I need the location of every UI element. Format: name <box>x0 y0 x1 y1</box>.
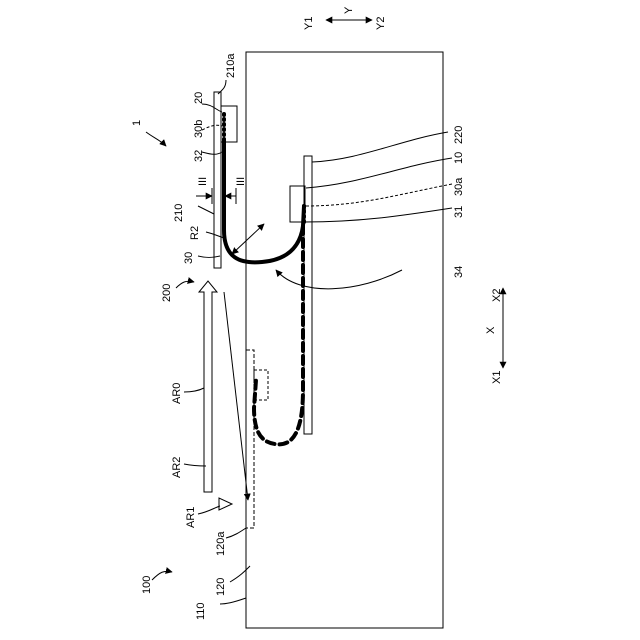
label-axis-y2: Y2 <box>375 17 387 30</box>
label-ref-220: 220 <box>453 126 465 144</box>
label-axis-x1: X1 <box>491 371 503 384</box>
leader-10 <box>306 158 452 188</box>
leader-210 <box>198 206 214 214</box>
leader-AR2 <box>184 464 206 466</box>
label-ref-1: 1 <box>131 120 143 126</box>
label-ref-30b: 30b <box>193 120 205 138</box>
label-axis-y1: Y1 <box>303 17 315 30</box>
leader-32 <box>202 152 222 154</box>
label-section-bottom: III <box>235 177 247 186</box>
arrow-ar0 <box>199 281 217 492</box>
label-ref-30: 30 <box>183 252 195 264</box>
radius-arrow-r2 <box>232 224 264 254</box>
label-ref-100: 100 <box>141 576 153 594</box>
arrow-ar2-line <box>224 292 248 500</box>
leader-100 <box>152 571 172 580</box>
leader-AR0 <box>184 388 204 392</box>
label-ref-AR2: AR2 <box>171 457 183 478</box>
label-ref-31: 31 <box>453 206 465 218</box>
label-ref-200: 200 <box>161 284 173 302</box>
label-ref-120: 120 <box>215 578 227 596</box>
label-ref-AR1: AR1 <box>185 507 197 528</box>
leader-30b <box>202 125 222 130</box>
leader-30a <box>306 184 452 206</box>
leader-20 <box>202 104 222 112</box>
label-ref-120a: 120a <box>215 531 227 556</box>
arrow-34 <box>276 270 402 289</box>
board-210 <box>214 92 221 268</box>
label-section-top: III <box>197 177 209 186</box>
label-axis-y: Y <box>343 6 355 14</box>
leader-AR1 <box>198 506 220 514</box>
label-ref-110: 110 <box>195 602 207 620</box>
label-ref-210: 210 <box>173 204 185 222</box>
leader-200 <box>176 281 194 288</box>
label-ref-30a: 30a <box>453 177 465 196</box>
label-ref-R2: R2 <box>189 226 201 240</box>
label-axis-x: X <box>485 326 497 334</box>
label-layer: 1 100 110 120 120a 200 210 210a 20 30b 3… <box>131 6 503 620</box>
leader-31 <box>304 208 452 222</box>
leader-30 <box>198 256 220 258</box>
leader-1 <box>146 132 166 146</box>
label-axis-x2: X2 <box>491 289 503 302</box>
label-ref-20: 20 <box>193 92 205 104</box>
cover-120a-dashed <box>246 350 254 528</box>
main-body-110 <box>246 52 443 628</box>
leader-220 <box>312 132 448 162</box>
label-ref-32: 32 <box>193 150 205 162</box>
arrow-ar1 <box>219 498 232 510</box>
leader-110 <box>220 598 246 604</box>
label-ref-10: 10 <box>453 152 465 164</box>
label-ref-AR0: AR0 <box>171 383 183 404</box>
leader-120a <box>226 528 246 538</box>
leader-120 <box>230 566 250 582</box>
label-ref-210a: 210a <box>225 53 237 78</box>
label-ref-34: 34 <box>453 266 465 278</box>
